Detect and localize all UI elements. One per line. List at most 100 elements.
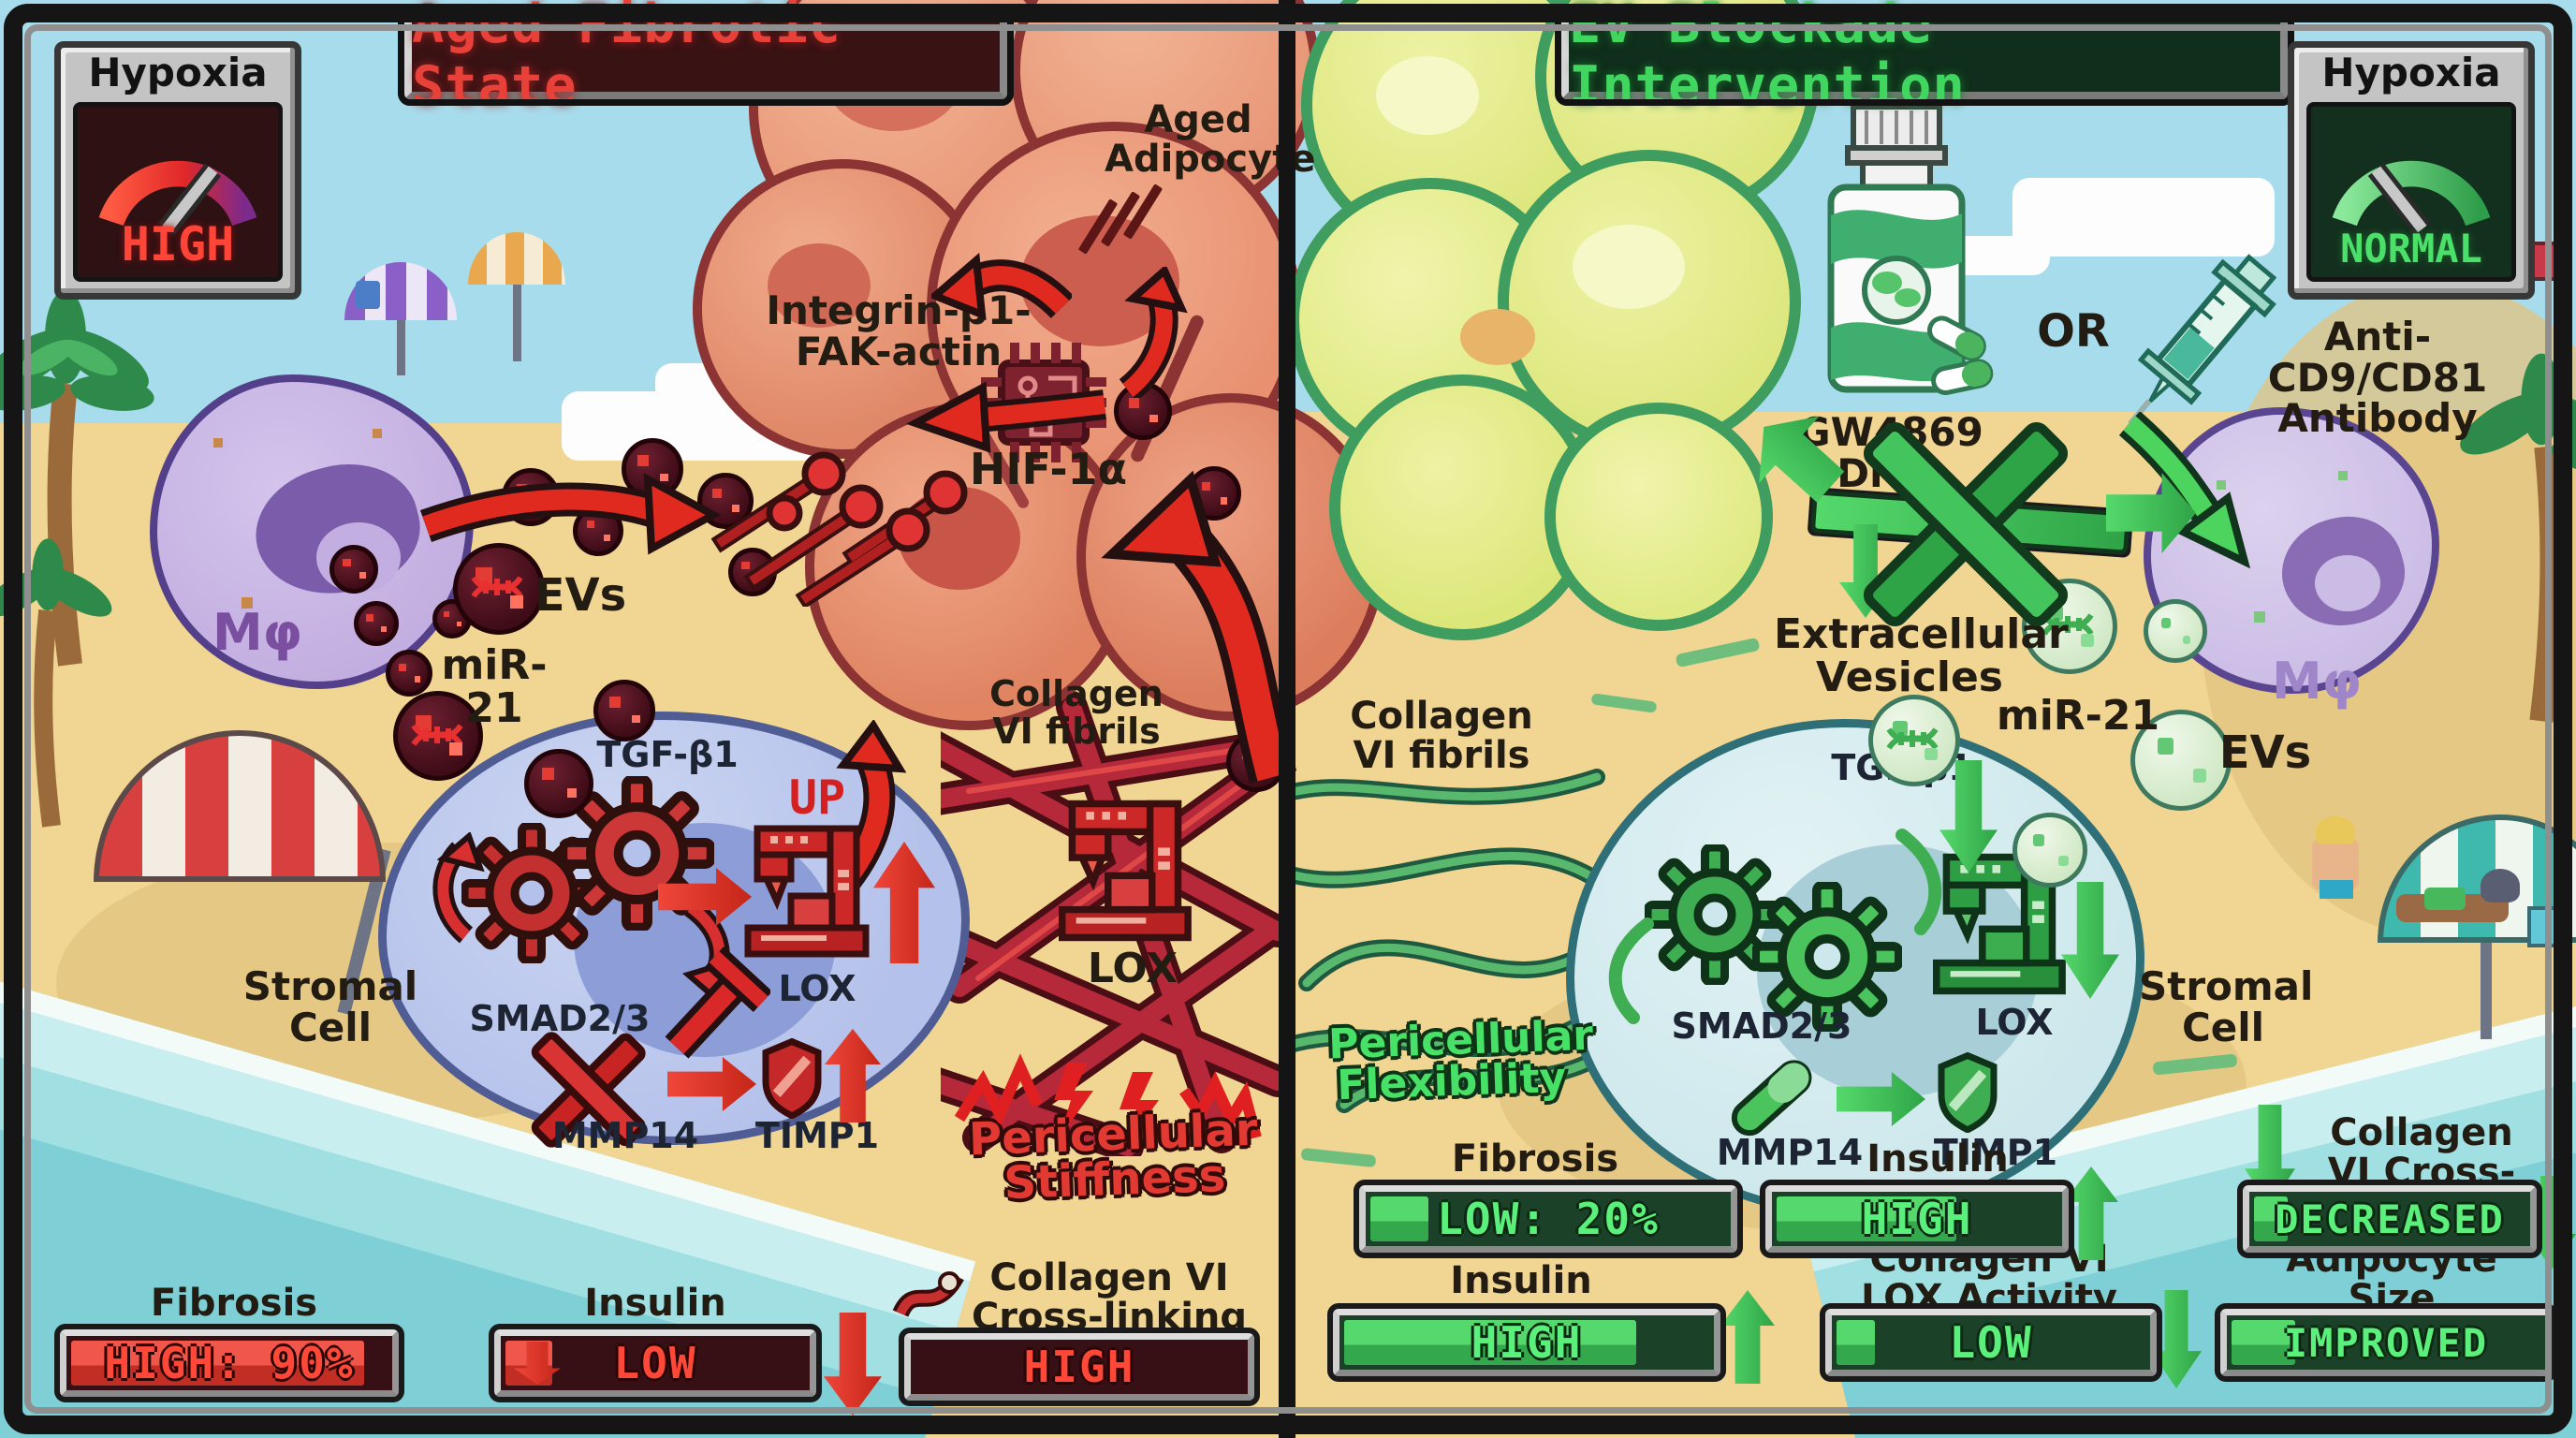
lox-machine-icon-ecm [1058, 800, 1192, 942]
mirna-helix-icon [471, 576, 523, 598]
tgfb1-label-left: TGF-β1 [596, 734, 739, 775]
crosslinking-badge-right: DECREASED [2237, 1180, 2542, 1258]
ev-particle [386, 650, 432, 697]
lox-activity-badge: LOW [1820, 1303, 2162, 1382]
mmp14-label-right: MMP14 [1716, 1132, 1864, 1173]
ev-particle [329, 545, 378, 594]
ev-particle-mir21 [453, 543, 545, 635]
integrin-pins-icon [710, 451, 968, 607]
beach-person [356, 281, 380, 309]
pericellular-flexibility-label: Pericellular Flexibility [1327, 1011, 1594, 1110]
timp1-label-left: TIMP1 [754, 1115, 880, 1156]
gauge-label: Hypoxia [2321, 50, 2501, 95]
lox-label-right: LOX [1975, 1002, 2054, 1043]
badge-fill [2232, 1320, 2295, 1365]
gauge-screen: HIGH [73, 102, 283, 282]
stromal-cell-label-left: Stromal Cell [242, 963, 418, 1050]
fibrosis-score-badge-left: HIGH: 90% [54, 1324, 404, 1402]
beach-kid-hair [2316, 816, 2355, 844]
adipocyte-lipid [768, 243, 871, 328]
stiffness-sparks-icon [955, 1053, 1262, 1147]
mirna-helix-icon [2042, 613, 2094, 636]
macrophage-speckle [2217, 480, 2226, 490]
blockade-x-icon [1863, 421, 2069, 627]
antibody-label: Anti-CD9/CD81 Antibody [2267, 314, 2488, 442]
integrin-label: Integrin-β1-FAK-actin [766, 287, 1032, 374]
collagen-fibrils-right [1288, 769, 1605, 1113]
smad-gear-icon [560, 776, 714, 931]
ev-particle [354, 601, 399, 646]
mirna-helix-icon [411, 724, 463, 746]
left-title-banner: Aged Fibrotic State [398, 0, 1014, 117]
macrophage-nucleus-notch [2315, 555, 2380, 611]
ev-particle [593, 680, 655, 741]
ev-particle [697, 473, 754, 529]
collagen-fibrils-label-left: Collagen VI fibrils [989, 673, 1164, 752]
mmp14-capsule-icon [1731, 1060, 1812, 1137]
timp1-label-right: TIMP1 [1933, 1132, 2058, 1173]
adipocyte-size-badge: IMPROVED [2215, 1303, 2557, 1382]
umbrella-pole [2481, 917, 2492, 1039]
ev-particle [524, 749, 593, 818]
badge-value: HIGH [1471, 1317, 1583, 1368]
badge-fill [1777, 1196, 1957, 1241]
hif1a-label: HIF-1α [969, 444, 1128, 494]
right-title-banner: EV Blockade Intervention [1555, 0, 2294, 117]
badge-fill [2254, 1196, 2288, 1241]
up-label: UP [788, 770, 846, 825]
panel-divider [1279, 0, 1295, 1438]
gauge-dial-icon [98, 160, 257, 236]
badge-value: LOW [613, 1338, 697, 1388]
timp1-shield-icon-right [1938, 1051, 1998, 1133]
insulin-up-arrow-right2 [1720, 1290, 1775, 1384]
fibrosis-score-badge-right: LOW: 20% [1354, 1180, 1743, 1258]
macrophage-speckle [2254, 611, 2265, 623]
beach-person-cap [2481, 869, 2520, 902]
pericellular-stiffness-label: Pericellular Stiffness [968, 1103, 1259, 1211]
macrophage-speckle [373, 429, 382, 438]
insulin-sensitivity-badge-left: LOW [489, 1324, 822, 1402]
gauge-label: Hypoxia [88, 50, 268, 95]
smad-gear-icon-green [1752, 882, 1902, 1032]
lox-label-left: LOX [778, 968, 856, 1009]
adipocyte-highlight [1573, 225, 1685, 309]
badge-value: LOW [1949, 1317, 2033, 1368]
adipocyte-highlight [1376, 56, 1479, 135]
macrophage-speckle [2338, 471, 2348, 480]
arrow-syringe-to-mphi [2118, 412, 2251, 569]
lox-machine-icon-left [744, 825, 870, 958]
ev-particle-green-mir21 [1868, 695, 1960, 786]
badge-value: HIGH [1861, 1194, 1973, 1244]
cloud [2012, 178, 2275, 257]
badge-value: HIGH [1023, 1342, 1135, 1392]
ev-particle-green [2012, 813, 2087, 888]
beach-person-shorts [2424, 888, 2466, 910]
gauge-value: NORMAL [2340, 226, 2482, 271]
beach-drink [2527, 906, 2559, 947]
beach-umbrella-red [94, 730, 386, 882]
badge-fill [1370, 1196, 1429, 1241]
or-label: OR [2037, 305, 2110, 358]
badge-value: HIGH: 90% [104, 1338, 355, 1388]
palm-tree [0, 538, 112, 828]
adipocyte-cell-healthy [1544, 403, 1773, 631]
gauge-dial-icon [2332, 160, 2491, 236]
badge-fill [1837, 1320, 1875, 1365]
aged-adipocyte-label: Aged Adipocyte [1105, 98, 1316, 181]
arrow-mphi-to-evs [419, 473, 721, 555]
macrophage-speckle [242, 597, 253, 609]
mir21-label-left: miR-21 [441, 641, 548, 732]
right-title-text: EV Blockade Intervention [1569, 0, 1966, 117]
smad-label-left: SMAD2/3 [469, 998, 651, 1039]
collagen-fibrils-label-right: Collagen VI fibrils [1350, 695, 1533, 777]
badge-fill [71, 1341, 365, 1386]
ev-particle-green [2130, 710, 2232, 811]
timp1-shield-icon-left [762, 1037, 822, 1119]
ev-particle-green [2144, 599, 2207, 663]
stromal-cell-left: TGF-β1 UP SMAD2/3 [378, 712, 970, 1153]
arrow-timp1-up [825, 1029, 881, 1123]
extracellular-vesicles-label: Extracellular Vesicles [1774, 610, 2069, 701]
badge-value: LOW: 20% [1437, 1194, 1660, 1244]
hypoxia-gauge-left: Hypoxia HIGH [54, 41, 301, 300]
